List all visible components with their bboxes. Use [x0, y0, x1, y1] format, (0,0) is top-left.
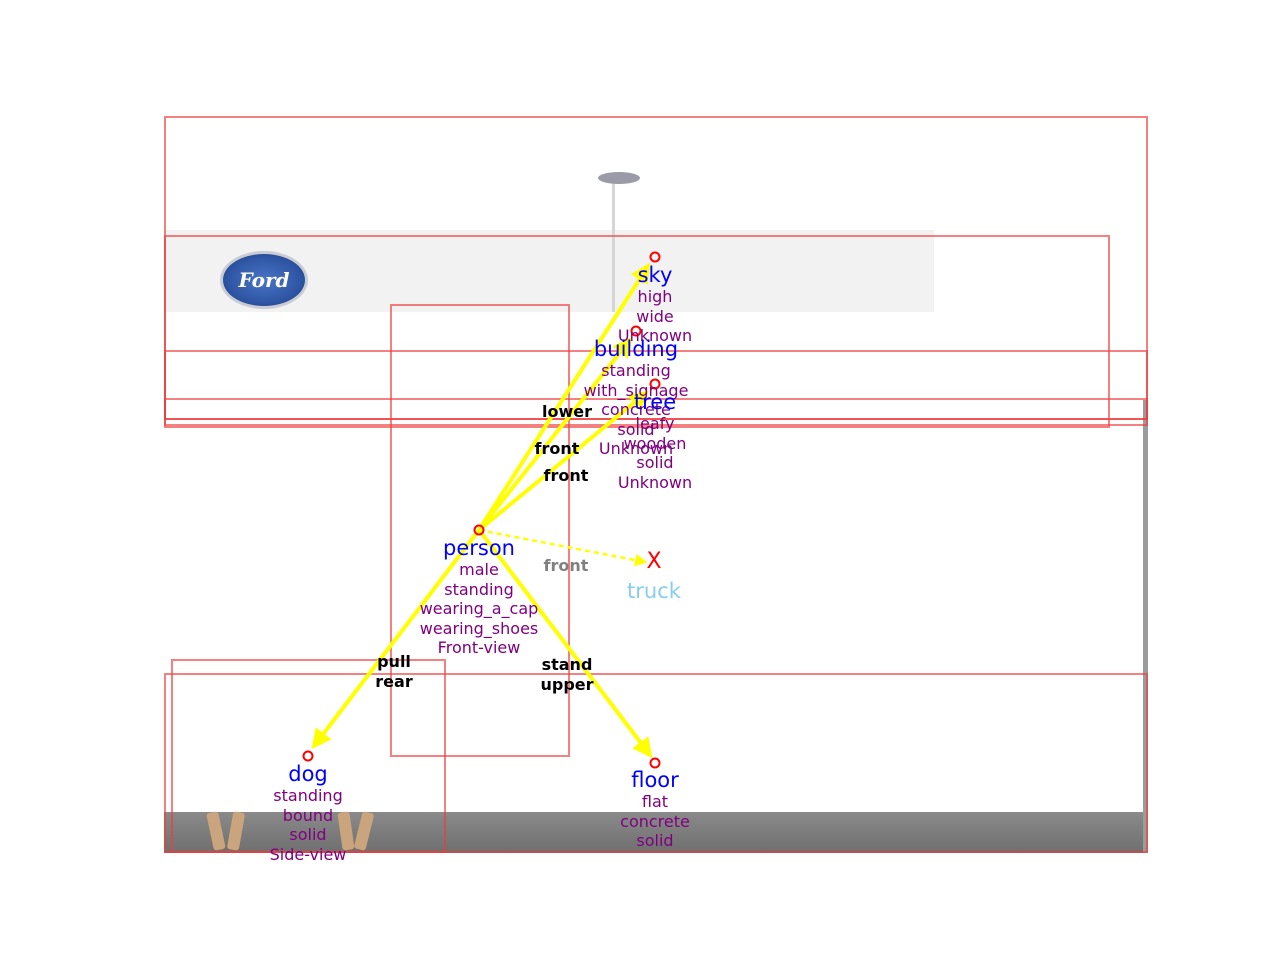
person-bbox: [390, 304, 570, 757]
object-attribute: wearing_a_cap: [419, 599, 539, 619]
object-attribute: Front-view: [437, 638, 521, 658]
object-label-person: person male standing wearing_a_cap weari…: [420, 536, 539, 658]
relation-label: lower: [542, 402, 592, 421]
node-floor: [649, 757, 661, 769]
object-attribute: solid: [289, 825, 327, 845]
logo-text: Ford: [238, 268, 290, 292]
edge-person-truck: [478, 528, 648, 567]
object-attribute: Side-view: [269, 844, 347, 864]
node-tree: [649, 378, 661, 390]
truck-edge: [1143, 400, 1148, 853]
object-name: tree: [633, 390, 677, 414]
building-bbox: [164, 235, 1110, 428]
object-label-dog: dog standing bound solid Side-view: [270, 762, 347, 864]
object-attribute: wide: [636, 306, 674, 326]
object-label-tree: tree leafy wooden solid Unknown: [618, 390, 692, 492]
object-attribute: Unknown: [617, 326, 693, 346]
object-attribute: concrete: [620, 811, 690, 831]
object-attribute: solid: [617, 419, 655, 439]
missing-object-marker: X: [646, 549, 662, 574]
street-lamp: [598, 172, 640, 184]
edge-person-floor: [477, 528, 653, 759]
node-person: [473, 524, 485, 536]
object-attribute: solid: [636, 453, 674, 473]
object-attribute: high: [637, 287, 673, 306]
floor-bbox: [164, 673, 1148, 853]
object-attribute: standing: [444, 579, 514, 599]
node-sky: [649, 251, 661, 263]
object-name: building: [593, 337, 679, 361]
object-name: sky: [637, 263, 673, 287]
relation-label-missing: front: [543, 556, 589, 575]
object-attribute: wooden: [623, 433, 687, 453]
object-attribute: with_signage: [583, 380, 689, 400]
tree-bbox-secondary: [164, 398, 1148, 426]
relation-label: pull rear: [375, 652, 413, 691]
node-building: [630, 325, 642, 337]
object-attribute: Unknown: [617, 472, 693, 492]
node-dog: [302, 750, 314, 762]
relation-label: front: [534, 439, 580, 458]
object-label-building: building standing with_signage concrete …: [584, 337, 689, 459]
tree-bbox: [164, 350, 1148, 420]
object-attribute: bound: [282, 805, 334, 825]
object-attribute: Unknown: [598, 439, 674, 459]
object-name: dog: [288, 762, 328, 786]
object-attribute: concrete: [601, 400, 671, 420]
ground-strip: [164, 812, 1148, 853]
ford-logo: Ford: [220, 251, 308, 309]
object-label-sky: sky high wide Unknown: [618, 263, 692, 346]
object-name: floor: [631, 768, 679, 792]
edge-person-building: [477, 336, 633, 532]
object-attribute: standing: [273, 786, 343, 805]
dog-bbox: [171, 659, 446, 853]
object-attribute: flat: [641, 792, 669, 811]
edge-person-tree: [477, 390, 650, 532]
edge-person-sky: [477, 262, 651, 532]
object-attribute: solid: [636, 831, 674, 851]
object-label-truck: truck: [627, 579, 681, 603]
relation-label: stand upper: [540, 655, 594, 694]
object-label-floor: floor flat concrete solid: [620, 768, 690, 851]
object-attribute: standing: [601, 361, 671, 380]
relation-label: front: [543, 466, 589, 485]
object-name: person: [443, 536, 515, 560]
object-attribute: male: [459, 560, 499, 579]
object-attribute: leafy: [635, 414, 675, 433]
light-pole: [612, 180, 615, 312]
edge-person-dog: [311, 528, 481, 750]
object-attribute: wearing_shoes: [419, 618, 539, 638]
